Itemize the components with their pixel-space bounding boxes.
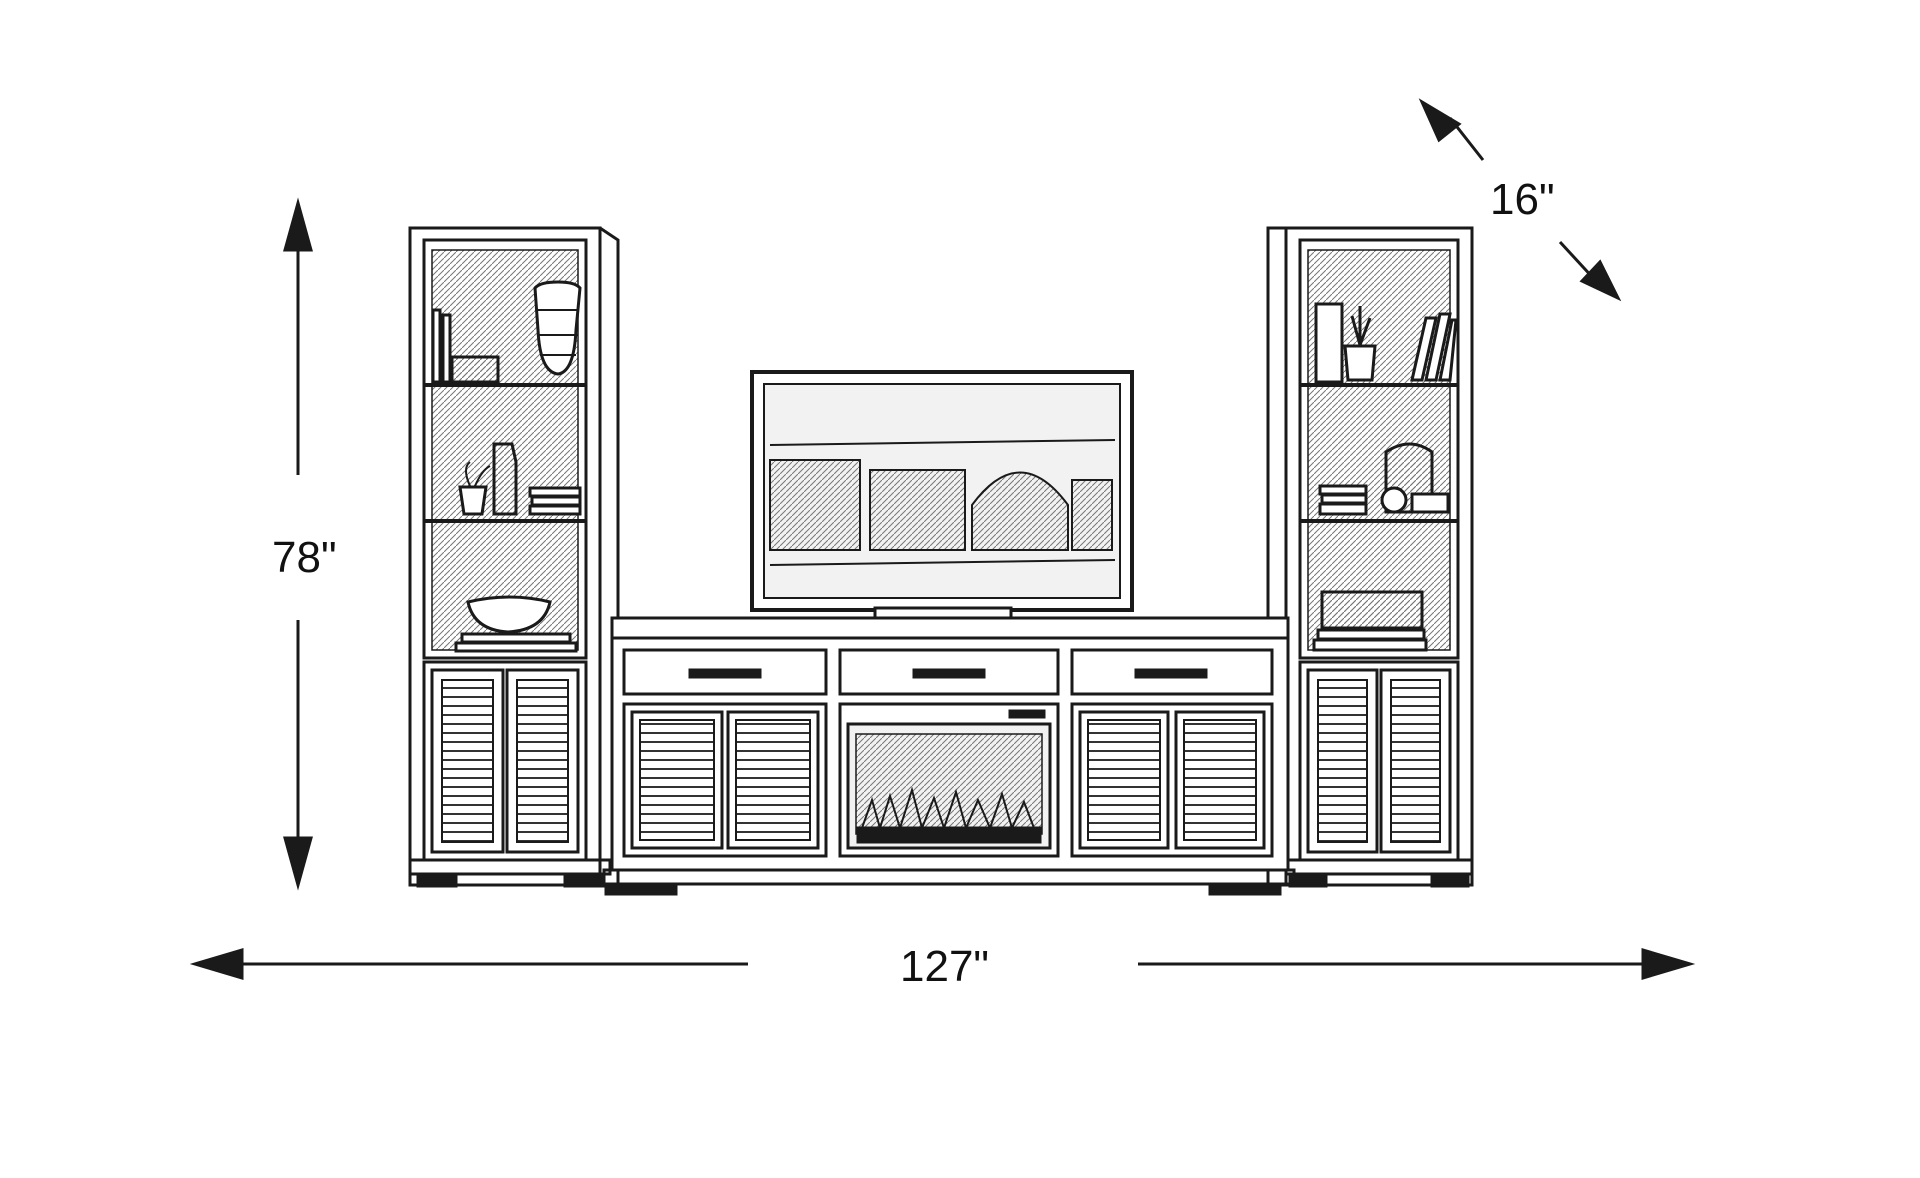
width-dimension-label: 127" xyxy=(900,942,990,991)
height-dimension-label: 78" xyxy=(272,533,337,582)
television xyxy=(750,370,1134,624)
height-arrow xyxy=(283,197,313,891)
width-arrow xyxy=(189,947,1696,981)
depth-dimension-label: 16" xyxy=(1490,175,1555,224)
left-pier-cabinet xyxy=(408,226,620,888)
right-pier-cabinet xyxy=(1266,226,1474,888)
tv-console xyxy=(602,616,1296,896)
depth-arrow xyxy=(1418,98,1622,302)
